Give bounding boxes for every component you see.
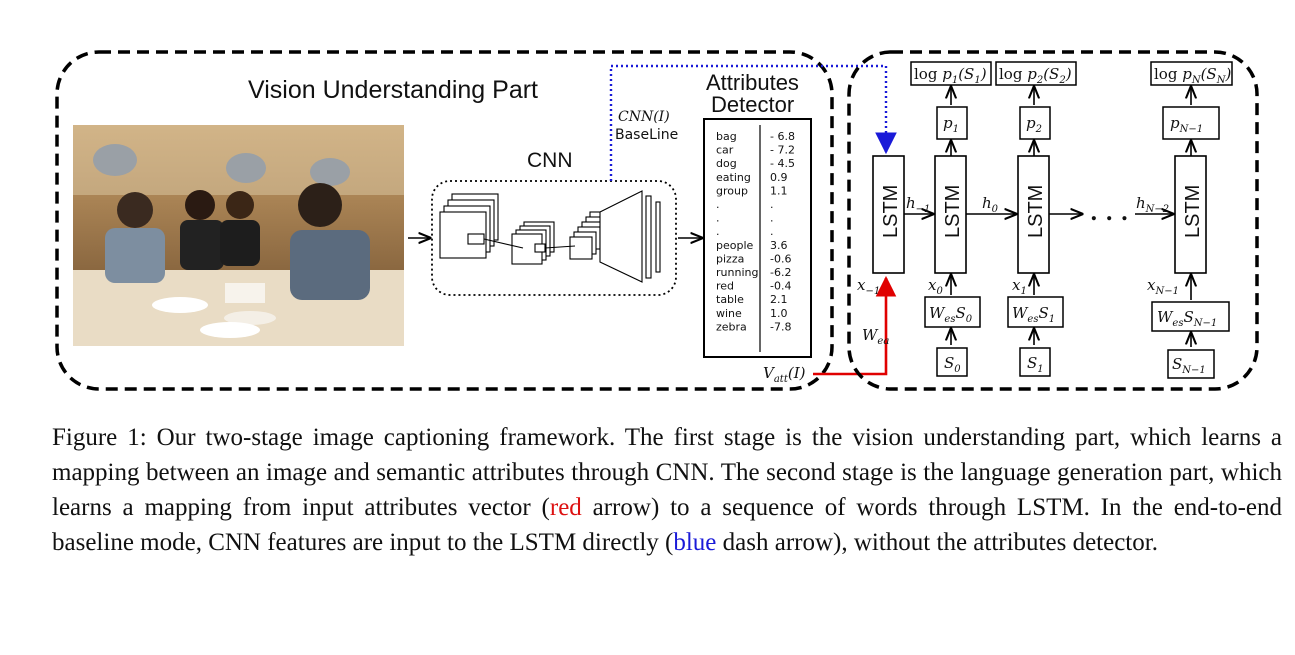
word-box-0: [936, 347, 968, 377]
attribute-score: 0.9: [770, 171, 788, 184]
attribute-score: 1.0: [770, 307, 788, 320]
attribute-name: eating: [716, 171, 751, 184]
attribute-name: .: [716, 212, 720, 225]
lstm-label-0: LSTM: [880, 185, 902, 238]
attributes-title-2: Detector: [711, 92, 794, 117]
attributes-title-1: Attributes: [706, 70, 799, 95]
attribute-name: car: [716, 144, 734, 157]
attribute-score: 2.1: [770, 293, 788, 306]
logprob-box-1: [995, 61, 1077, 86]
attribute-score: -6.2: [770, 266, 791, 279]
prob-box-1: [1019, 106, 1051, 140]
caption-blue-word: blue: [673, 529, 717, 556]
attribute-name: people: [716, 239, 754, 252]
input-label-3: xN−1: [1147, 276, 1179, 297]
attribute-name: .: [716, 198, 720, 211]
attributes-red-arrow: [813, 275, 897, 376]
attribute-name: wine: [716, 307, 742, 320]
input-label-0: x−1: [857, 276, 880, 297]
lstm-label-1: LSTM: [942, 185, 964, 238]
attribute-score: 1.1: [770, 184, 788, 197]
prob-box-0: [936, 106, 968, 140]
attribute-name: table: [716, 293, 744, 306]
attribute-score: .: [770, 198, 774, 211]
input-label-1: x0: [928, 276, 943, 297]
attribute-name: group: [716, 184, 748, 197]
caption-part-3: dash arrow), without the attributes dete…: [716, 529, 1158, 556]
word-box-1: [1019, 347, 1051, 377]
attribute-score: - 6.8: [770, 130, 795, 143]
embed-label-0: WesS0: [929, 304, 973, 325]
vatt-label: Vatt(I): [763, 364, 806, 385]
hidden-label-2: hN−2: [1136, 194, 1169, 215]
attribute-name: dog: [716, 157, 737, 170]
logprob-label-1: log p2(S2): [999, 65, 1072, 86]
vision-part-frame: [55, 50, 834, 391]
cnn-label: CNN: [527, 149, 573, 172]
lstm-label-3: LSTM: [1182, 185, 1204, 238]
attribute-score: .: [770, 225, 774, 238]
embed-box-2: [1151, 301, 1230, 332]
attributes-rows: bag - 6.8 car - 7.2 dog - 4.5 eating 0.9 group 1.…: [716, 130, 795, 333]
attribute-name: pizza: [716, 252, 744, 265]
attribute-name: zebra: [716, 320, 747, 333]
attribute-score: -0.6: [770, 252, 791, 265]
logprob-label-0: log p1(S1): [914, 65, 987, 86]
attribute-name: running: [716, 266, 758, 279]
embed-box-0: [924, 296, 981, 328]
caption-part-1: Figure 1: Our two-stage image captioning…: [52, 424, 1282, 521]
embed-label-1: WesS1: [1012, 304, 1055, 325]
attribute-score: -0.4: [770, 280, 791, 293]
cnn-layers-icon: [439, 190, 661, 283]
attribute-score: - 4.5: [770, 157, 795, 170]
caption-red-word: red: [549, 494, 582, 521]
cnn-baseline-text: BaseLine: [615, 127, 678, 143]
attribute-score: - 7.2: [770, 144, 795, 157]
logprob-box-0: [910, 61, 992, 86]
lstm-cell-3: [1174, 155, 1207, 274]
hidden-label-0: h−1: [906, 194, 930, 215]
cnn-baseline-math: CNN(I): [618, 109, 670, 125]
attribute-score: -7.8: [770, 320, 791, 333]
caption-part-2: arrow) to a sequence of words through LS…: [52, 494, 1282, 556]
lstm-label-2: LSTM: [1025, 185, 1047, 238]
attribute-name: .: [716, 225, 720, 238]
language-part-frame: [847, 50, 1259, 391]
attribute-score: 3.6: [770, 239, 788, 252]
logprob-label-2: log pN(SN): [1154, 65, 1231, 86]
dinner-photo: [73, 125, 404, 346]
prob-box-2: [1162, 106, 1220, 140]
figure-caption: Figure 1: Our two-stage image captioning…: [52, 420, 1282, 560]
attribute-score: .: [770, 212, 774, 225]
attributes-table: [703, 118, 812, 358]
word-box-2: [1167, 349, 1215, 379]
attribute-name: red: [716, 280, 734, 293]
embed-box-1: [1007, 296, 1064, 328]
input-label-2: x1: [1012, 276, 1027, 297]
vision-part-title: Vision Understanding Part: [248, 76, 538, 104]
cnn-box: [431, 180, 677, 296]
ellipsis: . . .: [1090, 200, 1128, 226]
logprob-box-2: [1150, 61, 1233, 86]
hidden-label-1: h0: [982, 194, 999, 215]
attribute-name: bag: [716, 130, 737, 143]
